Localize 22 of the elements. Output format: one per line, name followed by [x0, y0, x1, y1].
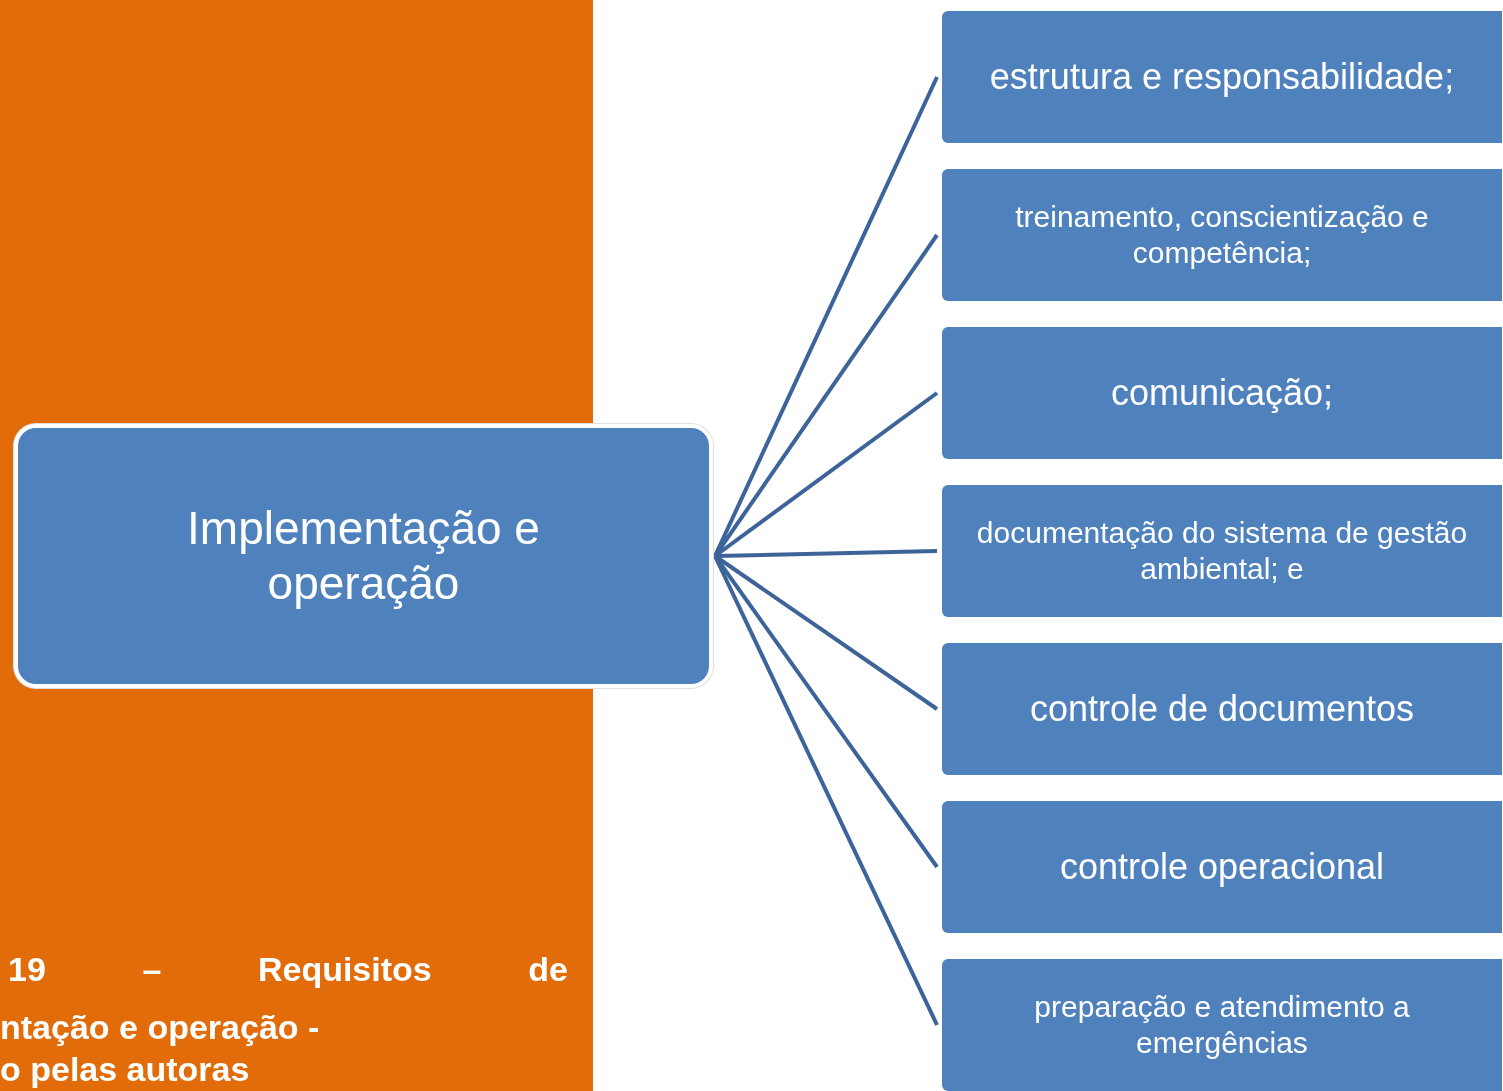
item-box — [942, 327, 1502, 459]
item-box — [942, 801, 1502, 933]
connector-line — [713, 233, 939, 558]
item-text: estrutura e responsabilidade; — [989, 55, 1455, 99]
item-text: documentação do sistema de gestão ambiental; e — [975, 515, 1469, 587]
topic-box — [14, 424, 713, 688]
caption-text: ntação e operação - — [0, 1008, 320, 1047]
item-text: comunicação; — [1110, 371, 1334, 415]
item-box — [942, 485, 1502, 617]
item-text: controle de documentos — [1029, 687, 1415, 731]
caption-text: o pelas autoras — [0, 1050, 250, 1089]
item-text: Implementação e operação — [186, 500, 541, 611]
item-text: controle operacional — [1059, 845, 1385, 889]
item-text: treinamento, conscientização e competência; — [1014, 199, 1430, 271]
connector-line — [713, 391, 939, 558]
item-box — [942, 643, 1502, 775]
caption-text: 19 – Requisitos de — [8, 950, 568, 989]
item-box — [942, 169, 1502, 301]
item-box — [942, 959, 1502, 1091]
connector-line — [713, 555, 939, 1026]
item-box — [942, 11, 1502, 143]
item-text: preparação e atendimento a emergências — [1033, 989, 1411, 1061]
